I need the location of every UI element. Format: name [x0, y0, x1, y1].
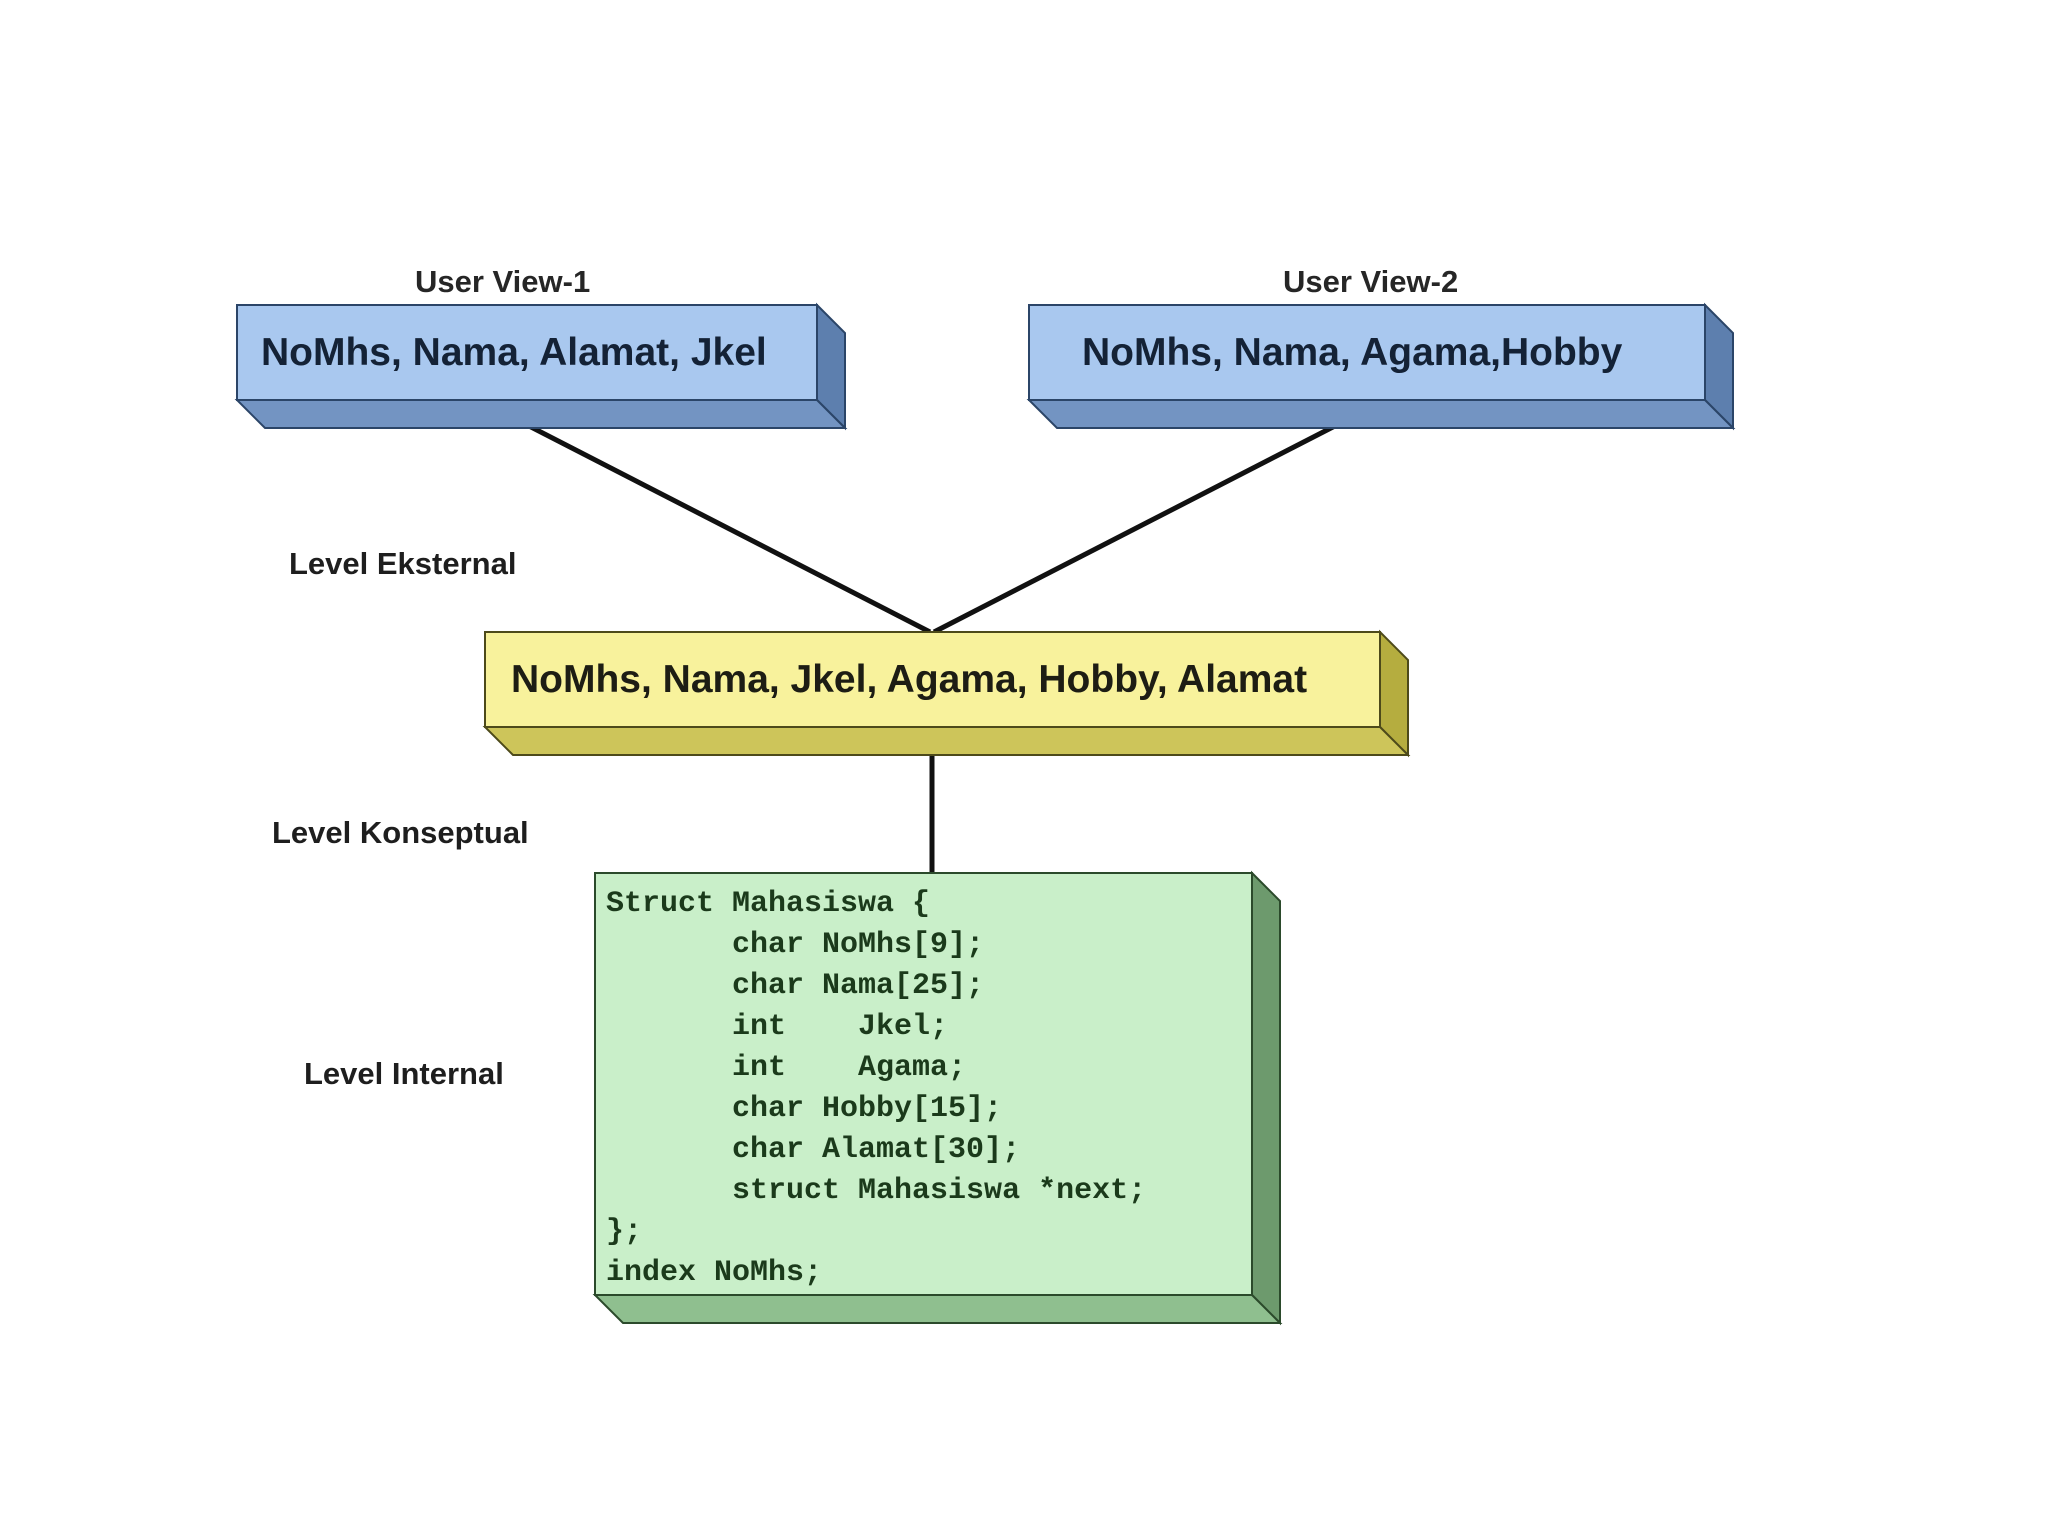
internal-box-side	[1251, 870, 1281, 1326]
code-line: char Nama[25];	[606, 969, 984, 1003]
code-line: char Alamat[30];	[606, 1133, 1020, 1167]
connector-view1-to-conceptual	[496, 407, 932, 635]
user-view-1-title: User View-1	[415, 264, 590, 299]
internal-schema: Struct Mahasiswa { char NoMhs[9]; char N…	[592, 870, 1283, 1326]
conceptual-box	[484, 631, 1381, 728]
user-view-1: User View-1 NoMhs, Nama, Alamat, Jkel	[234, 264, 848, 431]
user-view-2-fields: NoMhs, Nama, Agama,Hobby	[1082, 331, 1623, 374]
internal-box	[594, 872, 1253, 1296]
code-line: int Jkel;	[606, 1010, 948, 1044]
user-view-2: User View-2 NoMhs, Nama, Agama,Hobby	[1026, 264, 1736, 431]
conceptual-box-bottom	[482, 726, 1411, 756]
connector-view2-to-conceptual	[932, 407, 1368, 635]
user-view-2-box-bottom	[1026, 399, 1736, 429]
code-line: Struct Mahasiswa {	[606, 887, 930, 921]
conceptual-fields: NoMhs, Nama, Jkel, Agama, Hobby, Alamat	[511, 658, 1307, 701]
user-view-1-box	[236, 304, 818, 401]
code-line: };	[606, 1215, 642, 1249]
user-view-1-fields: NoMhs, Nama, Alamat, Jkel	[261, 331, 767, 374]
internal-code-block: Struct Mahasiswa { char NoMhs[9]; char N…	[606, 887, 1146, 1290]
user-view-1-box-bottom	[234, 399, 848, 429]
code-line: index NoMhs;	[606, 1256, 822, 1290]
conceptual-schema: NoMhs, Nama, Jkel, Agama, Hobby, Alamat	[482, 629, 1411, 758]
connectors	[496, 407, 1368, 875]
code-line: char NoMhs[9];	[606, 928, 984, 962]
level-internal-label: Level Internal	[304, 1056, 504, 1091]
code-line: char Hobby[15];	[606, 1092, 1002, 1126]
code-line: int Agama;	[606, 1051, 966, 1085]
level-conceptual-label: Level Konseptual	[272, 815, 529, 850]
code-line: struct Mahasiswa *next;	[606, 1174, 1146, 1208]
level-external-label: Level Eksternal	[289, 546, 516, 581]
user-view-2-box	[1028, 304, 1706, 401]
internal-box-bottom	[592, 1294, 1283, 1324]
user-view-2-title: User View-2	[1283, 264, 1458, 299]
